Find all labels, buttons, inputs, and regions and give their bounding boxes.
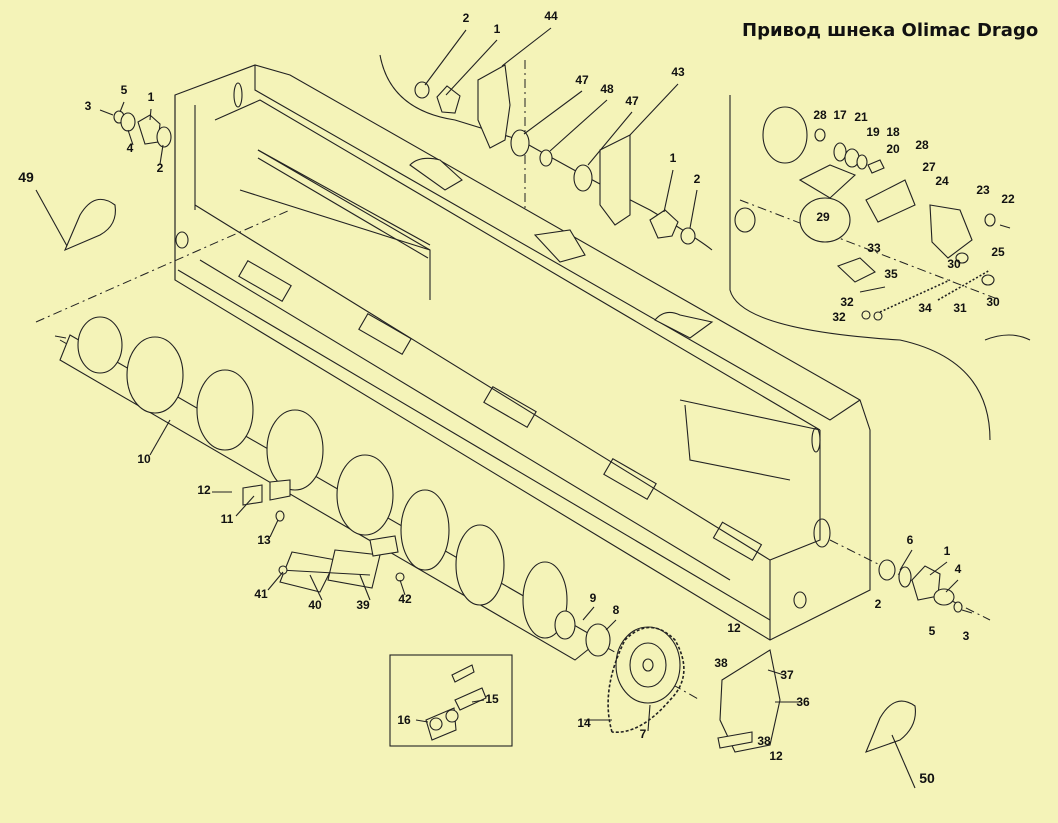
shield-right: [865, 700, 916, 753]
auger: [54, 316, 601, 661]
callout-c8: 8: [613, 603, 620, 617]
callout-c44: 44: [544, 9, 558, 23]
detail-boundary-right: [729, 95, 991, 441]
callout-c5a: 5: [121, 83, 128, 97]
callout-c18: 18: [886, 125, 900, 139]
callout-c12a: 12: [197, 483, 211, 497]
callout-c12b: 12: [727, 621, 741, 635]
callout-c38a: 38: [714, 656, 728, 670]
callout-c47a: 47: [575, 73, 589, 87]
callout-c23: 23: [976, 183, 990, 197]
right-bearing-stack: [878, 559, 973, 614]
callout-c11: 11: [221, 512, 234, 526]
callout-c29: 29: [816, 210, 830, 224]
callout-c28a: 28: [813, 108, 827, 122]
callout-c22: 22: [1001, 192, 1015, 206]
drive-hub: [585, 623, 611, 657]
callout-c7: 7: [640, 727, 647, 741]
drive-chain: [607, 626, 685, 733]
callout-c21: 21: [854, 110, 868, 124]
diagram-title: Привод шнека Olimac Drago: [742, 20, 1039, 41]
detail-boundary-right-2: [984, 334, 1031, 341]
callout-c2b: 2: [694, 172, 701, 186]
auger-centerline: [35, 209, 291, 323]
callout-c33: 33: [867, 241, 881, 255]
callout-c9: 9: [590, 591, 597, 605]
callout-c12c: 12: [769, 749, 783, 763]
callout-c1b: 1: [670, 151, 677, 165]
callout-c49: 49: [18, 169, 34, 185]
callout-c13: 13: [257, 533, 271, 547]
callout-c38b: 38: [757, 734, 771, 748]
callout-c17: 17: [833, 108, 847, 122]
callout-c20: 20: [886, 142, 900, 156]
leader-lines: [35, 27, 959, 789]
callout-c4b: 4: [955, 562, 962, 576]
callout-c19: 19: [866, 125, 880, 139]
callout-c14: 14: [577, 716, 591, 730]
callout-c48: 48: [600, 82, 614, 96]
scraper-parts: [242, 479, 405, 593]
tensioner-assembly: [734, 106, 1011, 321]
callout-c10: 10: [137, 452, 151, 466]
callout-c34: 34: [918, 301, 932, 315]
callout-c42: 42: [398, 592, 412, 606]
chain-guard: [719, 649, 781, 753]
callout-c2a: 2: [463, 11, 470, 25]
callout-c25: 25: [991, 245, 1005, 259]
callout-c24: 24: [935, 174, 949, 188]
sprocket: [615, 626, 681, 704]
chain-link-inset: [389, 654, 513, 747]
callout-c32b: 32: [832, 310, 846, 324]
callout-c28b: 28: [915, 138, 929, 152]
callout-c41: 41: [254, 587, 268, 601]
callout-c30b: 30: [986, 295, 1000, 309]
frame: [174, 64, 871, 641]
callout-c35: 35: [884, 267, 898, 281]
callout-c1a: 1: [494, 22, 501, 36]
shield-left: [63, 198, 116, 252]
callout-c32a: 32: [840, 295, 854, 309]
callout-c4a: 4: [127, 141, 134, 155]
callout-c36: 36: [796, 695, 810, 709]
callout-c40: 40: [308, 598, 322, 612]
callout-c27: 27: [922, 160, 936, 174]
callout-c3b: 3: [963, 629, 970, 643]
callout-c39: 39: [356, 598, 370, 612]
callout-c5b: 5: [929, 624, 936, 638]
callout-c2c: 2: [157, 161, 164, 175]
callout-c47b: 47: [625, 94, 639, 108]
chain-link-detail: [425, 664, 487, 741]
callout-c1d: 1: [944, 544, 951, 558]
callout-c16: 16: [397, 713, 411, 727]
callout-c37: 37: [780, 668, 794, 682]
callout-c43: 43: [671, 65, 685, 79]
callout-c6: 6: [907, 533, 914, 547]
upper-bearing-stack: [414, 64, 696, 245]
callout-c3a: 3: [85, 99, 92, 113]
callout-c31: 31: [953, 301, 967, 315]
callout-c50: 50: [919, 770, 935, 786]
guard-bracket: [717, 731, 753, 749]
callout-c30a: 30: [947, 257, 961, 271]
callout-c2d: 2: [875, 597, 882, 611]
callout-c15: 15: [485, 692, 499, 706]
callout-c1c: 1: [148, 90, 155, 104]
left-bearing-stack: [99, 109, 172, 148]
drive-centerline: [739, 199, 1001, 301]
